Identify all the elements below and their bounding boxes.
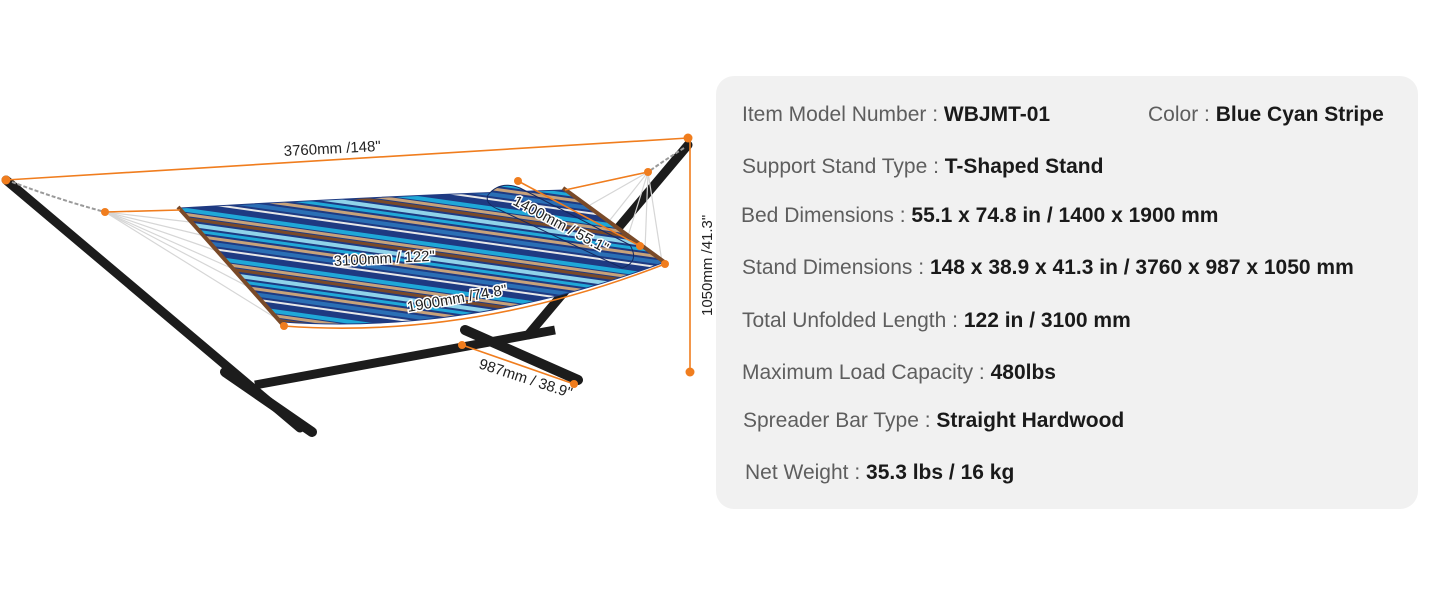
base-foot-right — [460, 325, 583, 385]
base-beam — [254, 325, 556, 390]
base-foot-left — [220, 367, 317, 437]
height-label: 1050mm /41.3" — [699, 215, 716, 316]
stand-type-value: T-Shaped Stand — [944, 155, 1104, 178]
stand-type-label: Support Stand Type : — [742, 155, 939, 178]
pillow — [486, 184, 635, 269]
dimension-lines — [5, 137, 691, 385]
spec-row-model: Item Model Number : WBJMT-01 — [742, 103, 1050, 127]
spec-row-color: Color : Blue Cyan Stripe — [1148, 103, 1384, 127]
spreader-bar-label: Spreader Bar Type : — [743, 409, 931, 432]
stand-dimensions-label: Stand Dimensions : — [742, 256, 925, 279]
bed-length-curve — [283, 263, 666, 329]
model-value: WBJMT-01 — [943, 103, 1051, 126]
stand-dimensions-value: 148 x 38.9 x 41.3 in / 3760 x 987 x 1050… — [929, 256, 1354, 279]
spreader-bar-right — [561, 186, 669, 266]
hammock-illustration: 3760mm /148" 3100mm / 122" 1900mm /74.8"… — [1, 133, 716, 437]
spreader-length-label: 3100mm / 122" — [333, 248, 435, 270]
spec-panel: Item Model Number : WBJMT-01 Color : Blu… — [716, 76, 1418, 509]
spec-row-spreader-bar: Spreader Bar Type : Straight Hardwood — [743, 409, 1124, 433]
spreader-bar-value: Straight Hardwood — [936, 409, 1125, 432]
spec-row-stand-dimensions: Stand Dimensions : 148 x 38.9 x 41.3 in … — [742, 256, 1354, 280]
chain-left — [11, 181, 106, 213]
max-load-label: Maximum Load Capacity : — [742, 361, 985, 384]
stand-frame — [1, 140, 693, 437]
dimension-markers — [1, 133, 695, 388]
base-width-line — [461, 344, 575, 385]
spec-row-net-weight: Net Weight : 35.3 lbs / 16 kg — [745, 461, 1014, 485]
bed-width-line — [517, 180, 641, 247]
overall-length-line — [5, 137, 689, 181]
spec-row-unfolded-length: Total Unfolded Length : 122 in / 3100 mm — [742, 309, 1131, 333]
bed-dimensions-label: Bed Dimensions : — [741, 204, 906, 227]
spec-row-bed-dimensions: Bed Dimensions : 55.1 x 74.8 in / 1400 x… — [741, 204, 1218, 228]
model-label: Item Model Number : — [742, 103, 939, 126]
spec-row-stand-type: Support Stand Type : T-Shaped Stand — [742, 155, 1103, 179]
net-weight-label: Net Weight : — [745, 461, 861, 484]
unfolded-length-label: Total Unfolded Length : — [742, 309, 958, 332]
net-weight-value: 35.3 lbs / 16 kg — [866, 461, 1015, 484]
spreader-bar-left — [176, 205, 286, 328]
max-load-value: 480lbs — [990, 361, 1056, 384]
unfolded-length-value: 122 in / 3100 mm — [963, 309, 1131, 332]
overall-length-label: 3760mm /148" — [283, 138, 381, 160]
color-value: Blue Cyan Stripe — [1215, 103, 1384, 126]
spec-row-max-load: Maximum Load Capacity : 480lbs — [742, 361, 1056, 385]
color-label: Color : — [1148, 103, 1210, 126]
bed-dimensions-value: 55.1 x 74.8 in / 1400 x 1900 mm — [911, 204, 1219, 227]
